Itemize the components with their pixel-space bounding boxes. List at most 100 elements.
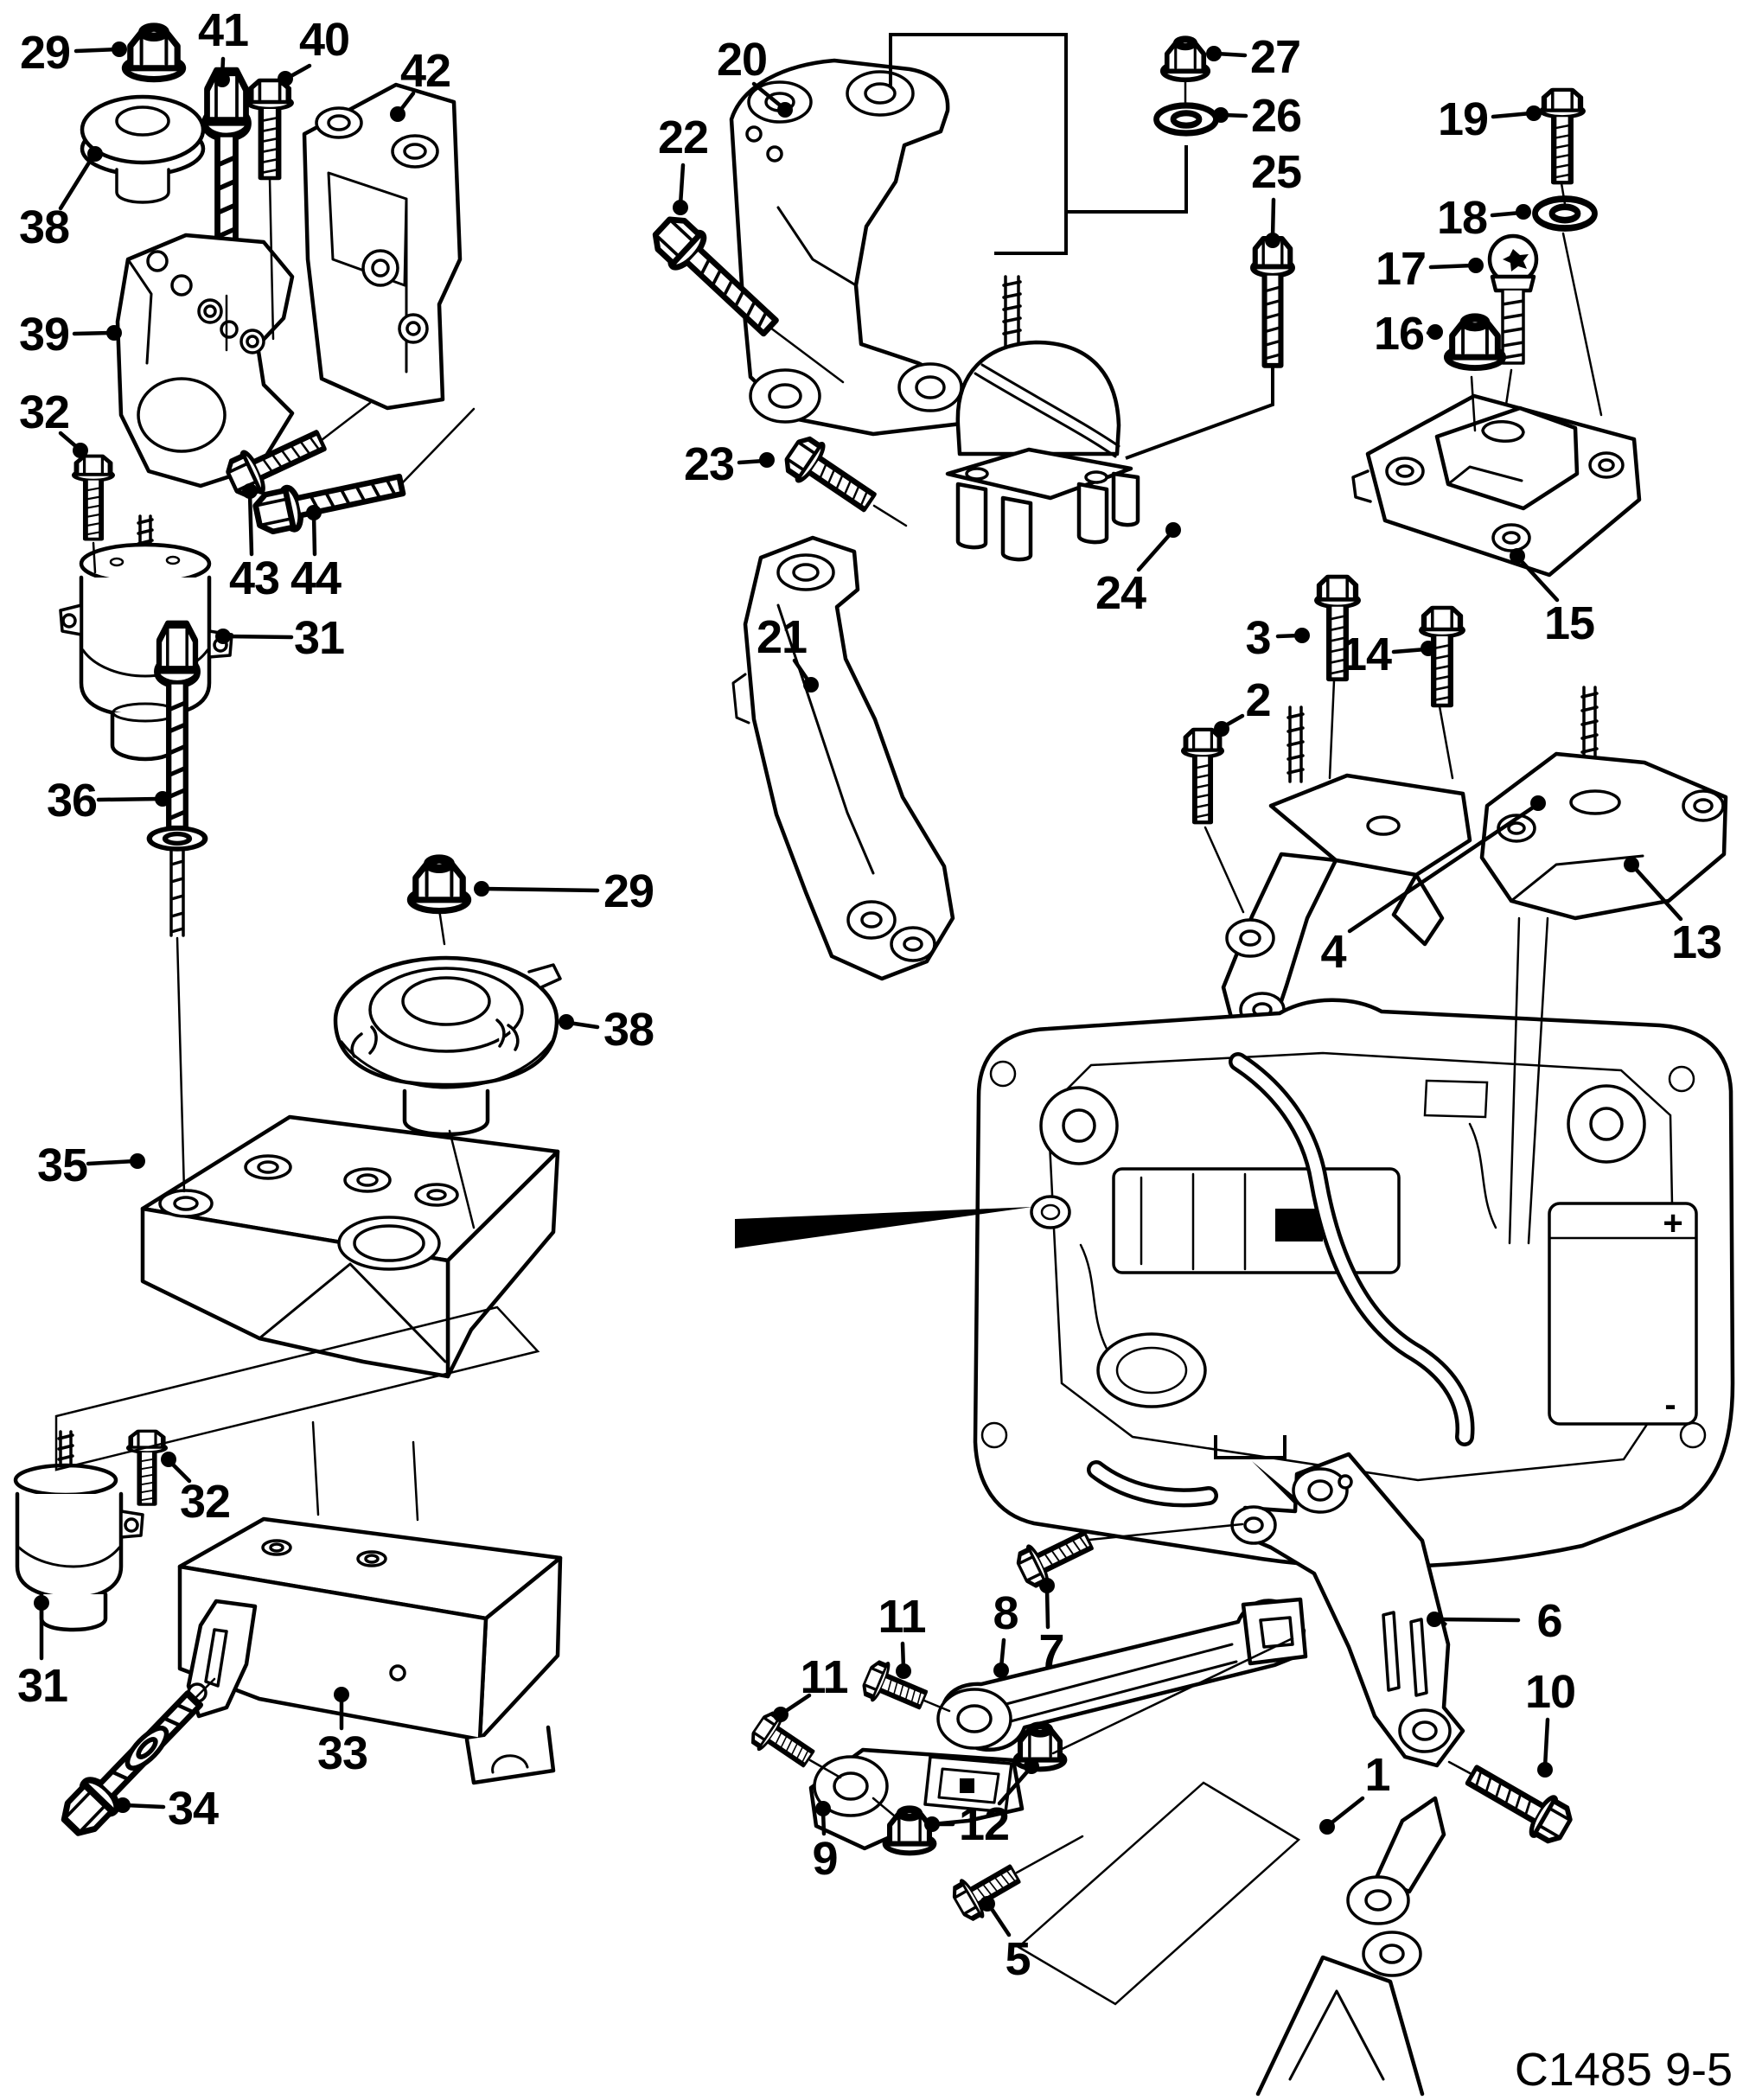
callout-label: 40 (299, 14, 349, 66)
callout-label: 29 (20, 27, 70, 79)
callout-6: 6 (1427, 1595, 1563, 1647)
callout-label: 32 (19, 386, 69, 438)
leader-dot (896, 1663, 911, 1679)
leader-line (1044, 1586, 1050, 1630)
leader-dot (980, 1896, 995, 1912)
callout-label: 16 (1374, 308, 1424, 360)
callout-25: 25 (1251, 146, 1302, 248)
leader-dot (1526, 105, 1542, 121)
bolt-5 (949, 1856, 1025, 1923)
callout-29: 29 (474, 865, 654, 917)
callout-label: 35 (37, 1139, 87, 1191)
leader-dot (1427, 1612, 1442, 1627)
callout-38: 38 (19, 146, 103, 253)
leader-dot (1468, 258, 1484, 273)
callout-label: 38 (19, 201, 69, 253)
callout-18: 18 (1437, 192, 1531, 244)
callout-8: 8 (993, 1587, 1019, 1678)
bolt-7 (1013, 1522, 1096, 1590)
bracket-33 (177, 1516, 563, 1785)
callout-15: 15 (1510, 548, 1595, 649)
callout-19: 19 (1438, 93, 1542, 145)
callout-label: 12 (959, 1798, 1009, 1850)
bolt-10 (1461, 1757, 1575, 1848)
leader-dot (1530, 795, 1546, 811)
leader-line (1136, 530, 1174, 572)
callout-label: 27 (1250, 31, 1300, 83)
callout-label: 39 (19, 309, 69, 361)
leader-dot (73, 443, 88, 458)
mount-cushion-38-middle (333, 955, 562, 1137)
callout-label: 20 (717, 34, 767, 86)
callout-connector-lines (889, 33, 1274, 460)
flange-nut-29-top (124, 26, 182, 80)
bolt-40 (248, 80, 290, 178)
callout-39: 39 (19, 309, 122, 361)
callout-14: 14 (1341, 629, 1436, 680)
leader-line (1516, 556, 1560, 603)
callout-21: 21 (757, 611, 819, 693)
callout-label: 43 (229, 552, 279, 604)
leader-dot (773, 1707, 788, 1722)
callout-7: 7 (1038, 1578, 1065, 1677)
callout-38: 38 (559, 1004, 654, 1056)
leader-dot (1165, 522, 1181, 538)
callout-label: 22 (658, 112, 708, 163)
callout-2: 2 (1214, 674, 1272, 737)
leader-dot (559, 1014, 574, 1030)
leader-dot (474, 881, 489, 897)
callout-label: 23 (684, 438, 734, 490)
leader-dot (815, 1801, 831, 1816)
leader-dot (1039, 1578, 1055, 1593)
flange-nut-29-middle (410, 858, 468, 911)
mount-plate-15 (1351, 393, 1642, 578)
leader-dot (1024, 1759, 1039, 1774)
bracket-39 (115, 233, 295, 488)
callout-label: 1 (1364, 1749, 1389, 1801)
leader-dot (924, 1816, 940, 1832)
engine-mount-31-top (59, 514, 233, 762)
leader-dot (803, 677, 819, 693)
leader-line (1434, 1617, 1521, 1623)
bolt-14 (1421, 608, 1463, 705)
leader-dot (777, 102, 793, 118)
leader-line (1491, 111, 1534, 119)
callout-13: 13 (1624, 857, 1722, 968)
callout-20: 20 (717, 34, 793, 118)
bracket-1 (1255, 1796, 1446, 2097)
leader-dot (334, 1687, 349, 1702)
leader-dot (34, 1595, 49, 1611)
leader-line (751, 81, 785, 110)
callout-12: 12 (924, 1759, 1039, 1850)
callout-label: 44 (290, 552, 342, 604)
callout-label: 31 (294, 612, 344, 664)
callout-label: 11 (800, 1651, 847, 1703)
bracket-13 (1479, 686, 1728, 921)
leader-dot (155, 791, 170, 807)
leader-line (223, 634, 294, 640)
leader-line (311, 513, 317, 557)
callout-label: 9 (812, 1833, 837, 1885)
leader-line (73, 47, 120, 54)
callout-label: 18 (1437, 192, 1487, 244)
callout-label: 2 (1245, 674, 1270, 726)
engine-bay-overview (973, 998, 1735, 1569)
leader-dot (1265, 233, 1280, 248)
callout-26: 26 (1213, 90, 1302, 142)
bracket-6 (1230, 1452, 1465, 1768)
location-arrow-left (735, 1207, 1032, 1248)
leader-dot (306, 505, 322, 520)
leader-dot (673, 200, 688, 215)
callout-label: 25 (1251, 146, 1301, 198)
leader-line (86, 1159, 137, 1166)
leader-dot (1294, 628, 1310, 643)
leader-dot (390, 106, 405, 122)
leader-dot (1421, 641, 1436, 656)
callout-17: 17 (1376, 243, 1484, 295)
callout-4: 4 (1320, 795, 1546, 978)
callout-label: 42 (400, 45, 450, 97)
callout-3: 3 (1245, 612, 1310, 664)
leader-dot (115, 1797, 131, 1813)
leader-line (1270, 197, 1276, 240)
callout-11: 11 (878, 1591, 927, 1679)
